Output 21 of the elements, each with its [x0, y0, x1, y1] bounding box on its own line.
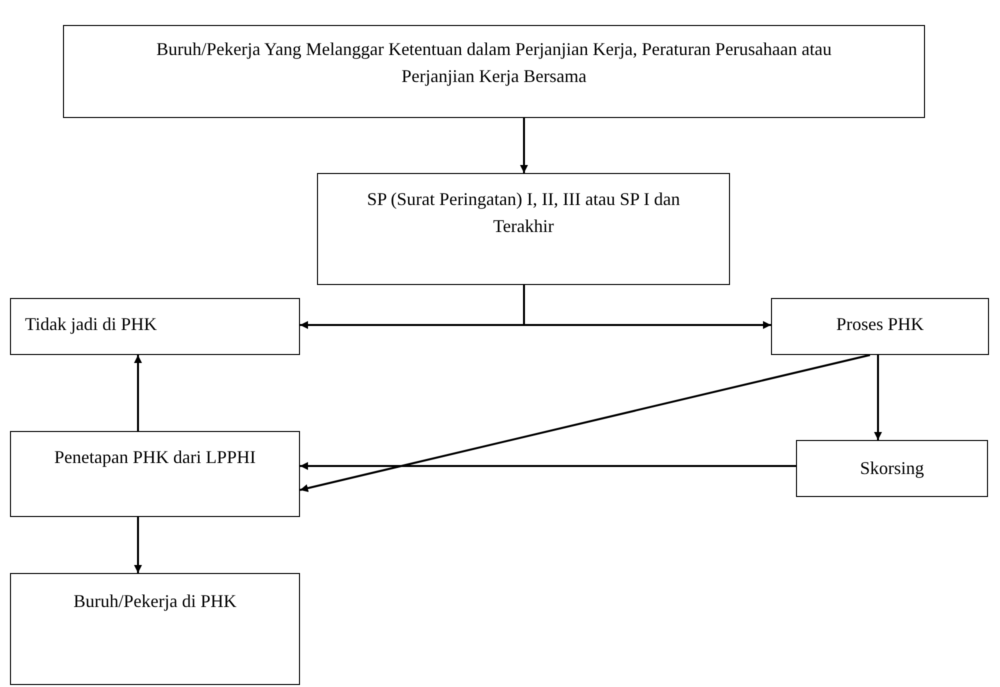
process-box: [771, 298, 989, 355]
process-box: [796, 440, 988, 497]
process-box: [10, 298, 300, 355]
arrow: [134, 517, 142, 573]
process-box: [317, 173, 730, 285]
arrow: [874, 355, 882, 440]
box-label: Buruh/Pekerja Yang Melanggar Ketentuan dalam Perjanjian Kerja, Peraturan Perusahaan atau Perjanjian Kerja Bersama: [155, 38, 833, 88]
arrow: [520, 118, 528, 173]
process-box: [63, 25, 925, 118]
process-box: [10, 573, 300, 685]
arrow: [300, 462, 796, 470]
box-label: SP (Surat Peringatan) I, II, III atau SP I dan Terakhir: [366, 188, 682, 238]
arrow: [300, 354, 870, 492]
process-box: [10, 431, 300, 517]
arrow: [134, 355, 142, 431]
arrow: [523, 285, 771, 329]
box-label: Proses PHK: [835, 313, 925, 336]
box-label: Tidak jadi di PHK: [25, 313, 158, 336]
box-label: Buruh/Pekerja di PHK: [72, 590, 238, 613]
box-label: Penetapan PHK dari LPPHI: [53, 446, 257, 469]
box-label: Skorsing: [858, 457, 925, 480]
